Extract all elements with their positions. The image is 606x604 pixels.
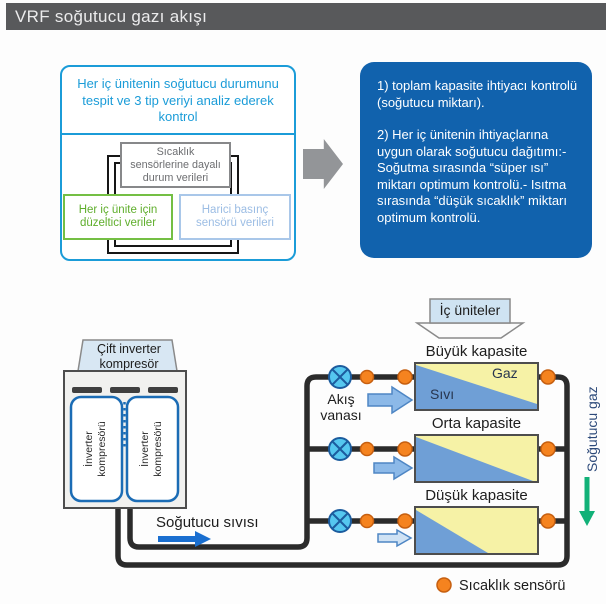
correction-data-box: Her iç ünite için düzeltici veriler [63, 194, 173, 240]
info-item-1: 1) toplam kapasite ihtiyacı kontrolü (so… [377, 78, 578, 110]
control-box: Her iç ünitenin soğutucu durumunu tespit… [60, 65, 296, 261]
flow-valve-label: Akış vanası [320, 391, 362, 423]
gas-return-pipe [115, 374, 570, 568]
compressor-label: Çift inverter kompresör [97, 342, 161, 371]
indoor-units-label-box [429, 298, 511, 324]
vent-bar-3 [148, 387, 178, 393]
gas-zone-label: Gaz [492, 365, 518, 381]
flow-valve-icon-1 [328, 365, 352, 389]
liquid-direction-arrow [158, 531, 211, 547]
temperature-data-box: Sıcaklık sensörlerine dayalı durum veril… [120, 142, 231, 188]
control-box-divider [62, 133, 294, 135]
unit-box-small [414, 506, 539, 555]
temp-sensor-icons [359, 369, 556, 529]
unit-box-large [414, 362, 539, 411]
vent-bar-2 [110, 387, 140, 393]
gas-direction-arrow [579, 477, 595, 526]
liquid-supply-pipe [127, 374, 415, 550]
inverter-compressor-2-body [125, 395, 180, 503]
pressure-data-box: Harici basınç sensörü verileri [179, 194, 291, 240]
capacity-label-small: Düşük kapasite [425, 487, 528, 504]
control-box-heading: Her iç ünitenin soğutucu durumunu tespit… [77, 76, 279, 124]
title-bar: VRF soğutucu gazı akışı [6, 3, 606, 30]
flow-valve-icon-3 [328, 509, 352, 533]
info-box: 1) toplam kapasite ihtiyacı kontrolü (so… [360, 62, 592, 258]
vent-bar-1 [72, 387, 102, 393]
capacity-label-medium: Orta kapasite [431, 415, 522, 432]
unit-box-medium [414, 434, 539, 483]
inverter-compressor-1-body [69, 395, 124, 503]
capacity-label-large: Büyük kapasite [425, 343, 528, 360]
liquid-zone-label: Sıvı [430, 386, 455, 402]
refrigerant-liquid-label: Soğutucu sıvısı [156, 514, 259, 531]
inverter-compressor-2-label: İnverter kompresörü [139, 421, 164, 477]
ceiling-cassette-icon [414, 322, 526, 339]
page-title: VRF soğutucu gazı akışı [15, 7, 208, 26]
refrigerant-gas-label: Soğutucu gaz [584, 386, 600, 472]
info-item-2: 2) Her iç ünitenin ihtiyaçlarına uygun o… [377, 127, 567, 225]
indoor-units-label: İç üniteler [439, 302, 501, 318]
flow-arrow-small [377, 528, 413, 548]
legend-temp-sensor-label: Sıcaklık sensörü [459, 578, 566, 594]
inverter-compressor-1-label: İnverter kompresörü [83, 421, 108, 477]
flow-arrow-medium [373, 455, 414, 481]
flow-arrow-large [367, 385, 414, 415]
flow-valve-icon-2 [328, 437, 352, 461]
legend-temp-sensor-icon [436, 577, 452, 593]
